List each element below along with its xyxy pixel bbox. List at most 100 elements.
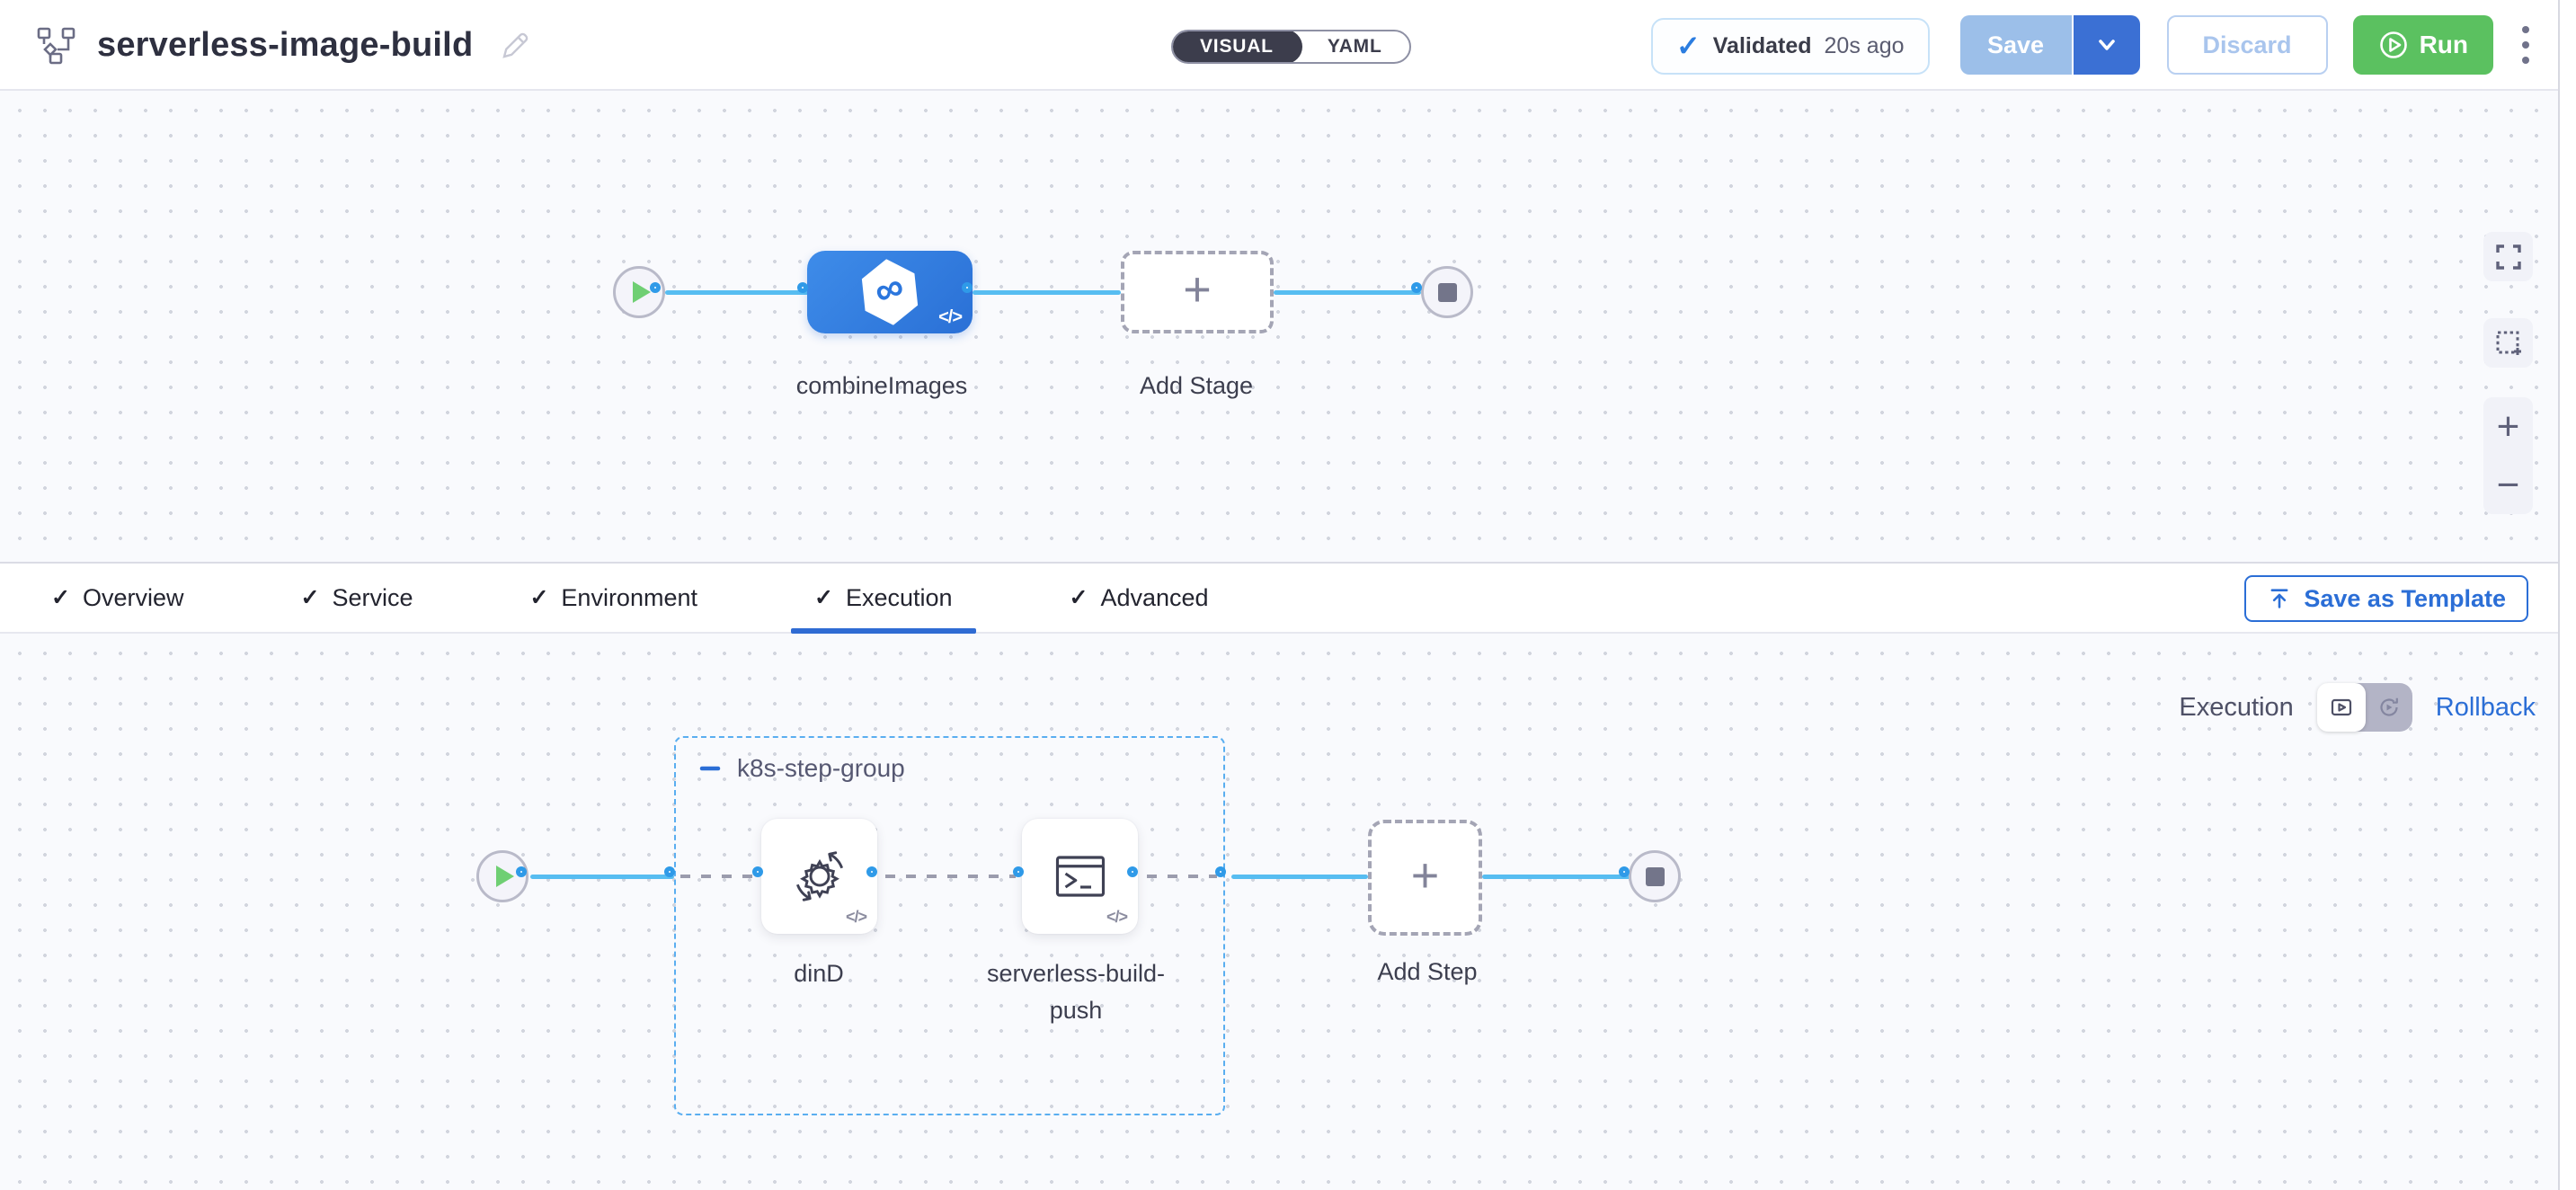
rollback-circular-arrow-icon <box>2380 697 2398 716</box>
execution-end-node[interactable] <box>1629 850 1681 902</box>
port[interactable] <box>1127 866 1138 877</box>
add-step-label[interactable]: Add Step <box>1377 958 1478 985</box>
fit-to-screen-button[interactable] <box>2483 232 2533 281</box>
tab-service[interactable]: ✓ Service <box>300 583 413 611</box>
page-title: serverless-image-build <box>97 26 474 64</box>
add-stage-button[interactable]: + <box>1121 251 1274 333</box>
collapse-minus-icon[interactable] <box>697 756 723 781</box>
visual-yaml-toggle: VISUAL YAML <box>1171 30 1411 64</box>
toggle-visual[interactable]: VISUAL <box>1172 31 1302 62</box>
discard-button[interactable]: Discard <box>2166 15 2328 75</box>
validated-time: 20s ago <box>1824 32 1905 58</box>
docker-in-docker-gear-icon <box>795 851 843 901</box>
edge-start-to-group <box>530 875 674 879</box>
execution-rollback-switch: Execution Rollback <box>2179 682 2536 733</box>
add-step-button[interactable]: + <box>1368 820 1482 936</box>
port[interactable] <box>516 866 527 877</box>
check-icon: ✓ <box>814 585 833 610</box>
port[interactable] <box>962 282 973 293</box>
port[interactable] <box>650 282 661 293</box>
edge-dind-to-serverless <box>885 875 1016 878</box>
start-play-icon <box>496 866 514 887</box>
more-options-kebab-icon[interactable] <box>2517 21 2535 69</box>
tab-environment[interactable]: ✓ Environment <box>529 583 697 611</box>
stop-icon <box>1645 866 1665 886</box>
code-badge-icon: </> <box>938 307 963 327</box>
step-node-serverless-build-push[interactable]: </> <box>1022 819 1138 934</box>
run-button[interactable]: Run <box>2352 15 2493 75</box>
start-play-icon <box>633 281 651 303</box>
check-icon: ✓ <box>529 585 549 610</box>
step-label-serverless-build-push[interactable]: serverless-build-push <box>986 960 1166 1024</box>
save-dropdown-button[interactable] <box>2073 15 2140 75</box>
check-icon: ✓ <box>1069 585 1088 610</box>
port[interactable] <box>1013 866 1024 877</box>
pipeline-icon <box>36 25 77 67</box>
tab-advanced[interactable]: ✓ Advanced <box>1069 583 1209 611</box>
step-group-header: k8s-step-group <box>697 754 905 783</box>
scrollbar-track[interactable] <box>2558 0 2576 1190</box>
upload-template-icon <box>2270 589 2288 608</box>
code-badge-icon: </> <box>845 908 867 926</box>
selection-box-icon <box>2496 331 2521 355</box>
execution-mode-label: Execution <box>2179 692 2294 722</box>
run-label: Run <box>2419 31 2468 58</box>
terminal-icon <box>1055 856 1105 897</box>
plus-icon: + <box>1410 848 1440 902</box>
edge-stage-to-addstage <box>973 290 1121 295</box>
execution-canvas[interactable]: Execution Rollback <box>0 634 2558 1190</box>
port[interactable] <box>866 866 877 877</box>
fullscreen-icon <box>2495 244 2521 270</box>
step-group-name[interactable]: k8s-step-group <box>737 754 905 782</box>
port[interactable] <box>1215 866 1226 877</box>
toggle-yaml[interactable]: YAML <box>1327 36 1382 57</box>
tab-overview[interactable]: ✓ Overview <box>51 583 184 611</box>
check-icon: ✓ <box>300 585 320 610</box>
pipeline-end-node[interactable] <box>1421 266 1473 318</box>
validated-check-icon: ✓ <box>1675 30 1701 62</box>
edit-pencil-icon[interactable] <box>498 29 532 63</box>
execution-mode-button[interactable] <box>2316 683 2367 732</box>
run-play-icon <box>2379 31 2407 58</box>
save-as-template-button[interactable]: Save as Template <box>2244 575 2528 622</box>
stop-icon <box>1437 282 1457 302</box>
save-split-button: Save <box>1959 15 2140 75</box>
zoom-out-button[interactable]: − <box>2496 462 2520 507</box>
check-icon: ✓ <box>51 585 70 610</box>
zoom-in-button[interactable]: + <box>2496 404 2520 448</box>
stage-node-combineimages[interactable]: ∞ </> <box>807 251 973 333</box>
port[interactable] <box>1411 282 1422 293</box>
stage-config-tabbar: ✓ Overview ✓ Service ✓ Environment ✓ Exe… <box>0 562 2558 634</box>
harness-stage-icon: ∞ <box>857 256 921 328</box>
stage-canvas[interactable]: ∞ </> + combineImages Add Stage <box>0 91 2558 562</box>
chevron-down-icon <box>2098 40 2115 50</box>
add-stage-label[interactable]: Add Stage <box>1139 372 1254 399</box>
header-bar: serverless-image-build VISUAL YAML ✓ Val… <box>0 0 2576 91</box>
port[interactable] <box>797 282 808 293</box>
edge-start-to-stage <box>665 290 809 295</box>
step-group-box[interactable] <box>674 736 1225 1115</box>
edge-group-to-addstep <box>1231 875 1368 879</box>
edge-addstage-to-end <box>1274 290 1421 295</box>
execution-play-icon <box>2331 698 2352 716</box>
marquee-select-button[interactable] <box>2483 318 2533 368</box>
zoom-controls: + − <box>2483 397 2533 514</box>
execution-mode-toggle <box>2316 683 2412 732</box>
validated-badge[interactable]: ✓ Validated 20s ago <box>1650 17 1930 75</box>
port[interactable] <box>1619 866 1630 877</box>
port[interactable] <box>664 866 675 877</box>
edge-addstep-to-end <box>1482 875 1630 879</box>
step-node-dind[interactable]: </> <box>761 819 877 934</box>
edge-group-to-dind <box>680 875 763 878</box>
save-button[interactable]: Save <box>1959 15 2074 75</box>
tab-execution[interactable]: ✓ Execution <box>791 564 976 634</box>
plus-icon: + <box>1183 262 1212 316</box>
port[interactable] <box>752 866 763 877</box>
validated-label: Validated <box>1712 32 1812 58</box>
stage-label[interactable]: combineImages <box>795 372 968 399</box>
rollback-mode-button[interactable] <box>2366 683 2412 732</box>
code-badge-icon: </> <box>1106 908 1128 926</box>
step-label-dind[interactable]: dinD <box>794 960 844 987</box>
rollback-link[interactable]: Rollback <box>2435 692 2536 722</box>
